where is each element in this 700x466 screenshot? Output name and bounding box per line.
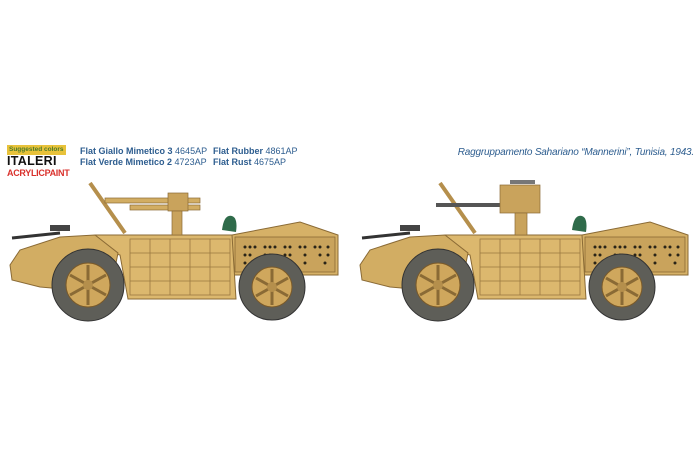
color-item: Flat Verde Mimetico 2 4723AP [80,157,207,167]
suggested-colors-badge: Suggested colors [7,145,66,155]
machine-gun [436,180,541,236]
cannon [88,181,201,236]
color-item: Flat Rust 4675AP [213,157,287,167]
acrylic-paint-logo: ACRYLICPAINT [7,168,70,178]
color-item: Flat Rubber 4861AP [213,146,298,156]
color-list-column-2: Flat Rubber 4861AP Flat Rust 4675AP [213,146,298,168]
vehicle-illustration-machine-gun [358,180,690,323]
italeri-logo: ITALERI [7,154,57,168]
color-list-column-1: Flat Giallo Mimetico 3 4645AP Flat Verde… [80,146,207,168]
caption: Raggruppamento Sahariano “Mannerini”, Tu… [457,147,694,158]
color-item: Flat Giallo Mimetico 3 4645AP [80,146,208,156]
vehicle-illustration-cannon [8,181,340,323]
